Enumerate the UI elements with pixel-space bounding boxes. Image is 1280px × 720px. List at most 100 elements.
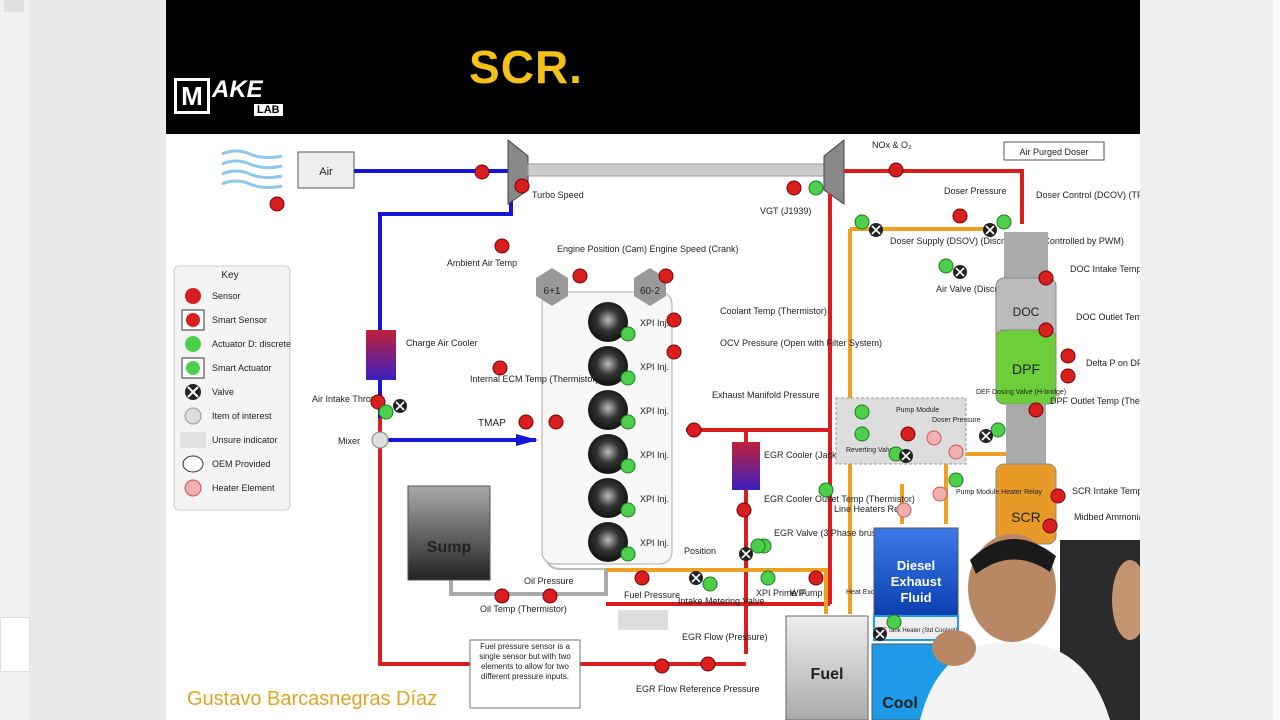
injector-3 — [620, 414, 636, 430]
def-tank-heater-label: DEF Tank Heater (Std Coolant) — [875, 628, 958, 634]
sensor-5 — [572, 268, 588, 284]
sensor-14 — [736, 502, 752, 518]
scroll-up-button[interactable] — [4, 0, 24, 12]
heater-1 — [926, 430, 942, 446]
engine-speed-label: Engine Speed (Crank) — [649, 244, 738, 254]
sensor-9 — [492, 360, 508, 376]
legend-label-5: Valve — [212, 387, 234, 397]
sensor-21 — [786, 180, 802, 196]
heater-3 — [932, 486, 948, 502]
internal-ecm-label: Internal ECM Temp (Thermistor) — [470, 374, 598, 384]
crank-gear-label: 60-2 — [640, 286, 660, 297]
midbed-label: Midbed Ammonia Sensor — [1074, 512, 1140, 522]
sensor-13 — [686, 422, 702, 438]
oil-pressure-label: Oil Pressure — [524, 576, 574, 586]
scroll-strip[interactable] — [1273, 0, 1280, 720]
sensor-1 — [474, 164, 490, 180]
mixer-item — [371, 431, 389, 449]
def-tank-label: Diesel Exhaust Fluid — [890, 558, 942, 605]
air-purged-doser-label: Air Purged Doser — [1019, 147, 1088, 157]
sensor-24 — [1038, 270, 1054, 286]
author-name: Gustavo Barcasnegras Díaz — [187, 688, 438, 710]
pump-doser-pressure-label: Doser Pressure — [932, 417, 981, 424]
fuel-tank-label: Fuel — [811, 666, 844, 683]
cylinder-5 — [588, 478, 628, 518]
logo-m: M — [174, 78, 210, 114]
sensor-8 — [666, 344, 682, 360]
egr-cooler-label: EGR Cooler (Jacketed Water) — [764, 450, 883, 460]
cylinder-6 — [588, 522, 628, 562]
sensor-23 — [952, 208, 968, 224]
crank-gear — [634, 268, 666, 306]
sensor-11 — [518, 414, 534, 430]
xpi-injector-label-5: XPI Inj. — [640, 494, 669, 504]
wif-label: WIF — [790, 588, 807, 598]
air-flow-lines — [221, 149, 283, 190]
coolant-tank-label: Cool — [882, 695, 918, 712]
intake-metering-label: Intake Metering Valve — [678, 596, 764, 606]
turbo-compressor — [507, 138, 529, 205]
air-label: Air — [319, 166, 333, 178]
air-intake-throttle-label: Air Intake Throttle — [312, 394, 383, 404]
right-gutter — [1140, 0, 1280, 720]
actuator-2 — [854, 214, 870, 230]
doc-label: DOC — [1013, 305, 1040, 319]
sensor-26 — [1060, 348, 1076, 364]
nox-o2-label: NOx & O₂ — [872, 140, 912, 150]
sensor-22 — [888, 162, 904, 178]
sensor-6 — [658, 268, 674, 284]
egr-flow-pressure-label: EGR Flow (Pressure) — [682, 632, 768, 642]
egr-valve-label: EGR Valve (3 Phase brushless) — [774, 528, 900, 538]
unsure-block — [618, 610, 668, 630]
actuator-6 — [854, 404, 870, 420]
heater-2 — [948, 444, 964, 460]
legend-title: Key — [221, 270, 238, 281]
injector-2 — [620, 370, 636, 386]
actuator-12 — [818, 482, 834, 498]
sensor-20 — [808, 570, 824, 586]
legend-label-1: Sensor — [212, 291, 241, 301]
note-text: Fuel pressure sensor is a single sensor … — [479, 642, 571, 681]
actuator-16 — [990, 422, 1006, 438]
vgt-label: VGT (J1939) — [760, 206, 811, 216]
tmap-label: TMAP — [478, 418, 506, 429]
legend-label-9: Heater Element — [212, 483, 275, 493]
sensor-2 — [269, 196, 285, 212]
fuel-pressure-note — [469, 639, 581, 709]
legend-label-4: Smart Actuator — [212, 363, 272, 373]
actuator-4 — [938, 258, 954, 274]
actuator-11 — [750, 538, 766, 554]
legend-label-3: Actuator D: discrete — [212, 339, 291, 349]
cylinder-1 — [588, 302, 628, 342]
actuator-1 — [808, 180, 824, 196]
sensor-markers — [269, 162, 1076, 696]
xpi-injector-label-2: XPI Inj. — [640, 362, 669, 372]
presenter-video — [920, 534, 1140, 720]
doser-control-label: Doser Control (DCOV) (TPU PWM) — [1036, 190, 1140, 200]
sump-label: Sump — [427, 539, 472, 556]
legend-label-2: Smart Sensor — [212, 315, 267, 325]
logo-lab: LAB — [254, 104, 283, 116]
sensor-7 — [666, 312, 682, 328]
legend-label-6: Item of interest — [212, 411, 272, 421]
sensor-18 — [654, 658, 670, 674]
sensor-29 — [1050, 488, 1066, 504]
side-panel — [0, 617, 30, 672]
injector-5 — [620, 502, 636, 518]
turbo-shaft — [527, 163, 831, 177]
cam-gear-label: 6+1 — [544, 286, 561, 297]
presentation-slide: M AKE LAB — [166, 0, 1140, 720]
egr-cooler — [732, 442, 760, 490]
turbo-turbine — [823, 138, 845, 205]
heater-4 — [896, 502, 912, 518]
doc-inlet — [1004, 232, 1048, 278]
sensor-27 — [1060, 368, 1076, 384]
actuator-9 — [948, 472, 964, 488]
xpi-injector-label-6: XPI Inj. — [640, 538, 669, 548]
legend-label-7: Unsure indicator — [212, 435, 278, 445]
intake-arrow — [516, 434, 538, 446]
heat-exchanger-label: Heat Exchanger — [846, 589, 897, 596]
fuel-pressure-label: Fuel Pressure — [624, 590, 680, 600]
